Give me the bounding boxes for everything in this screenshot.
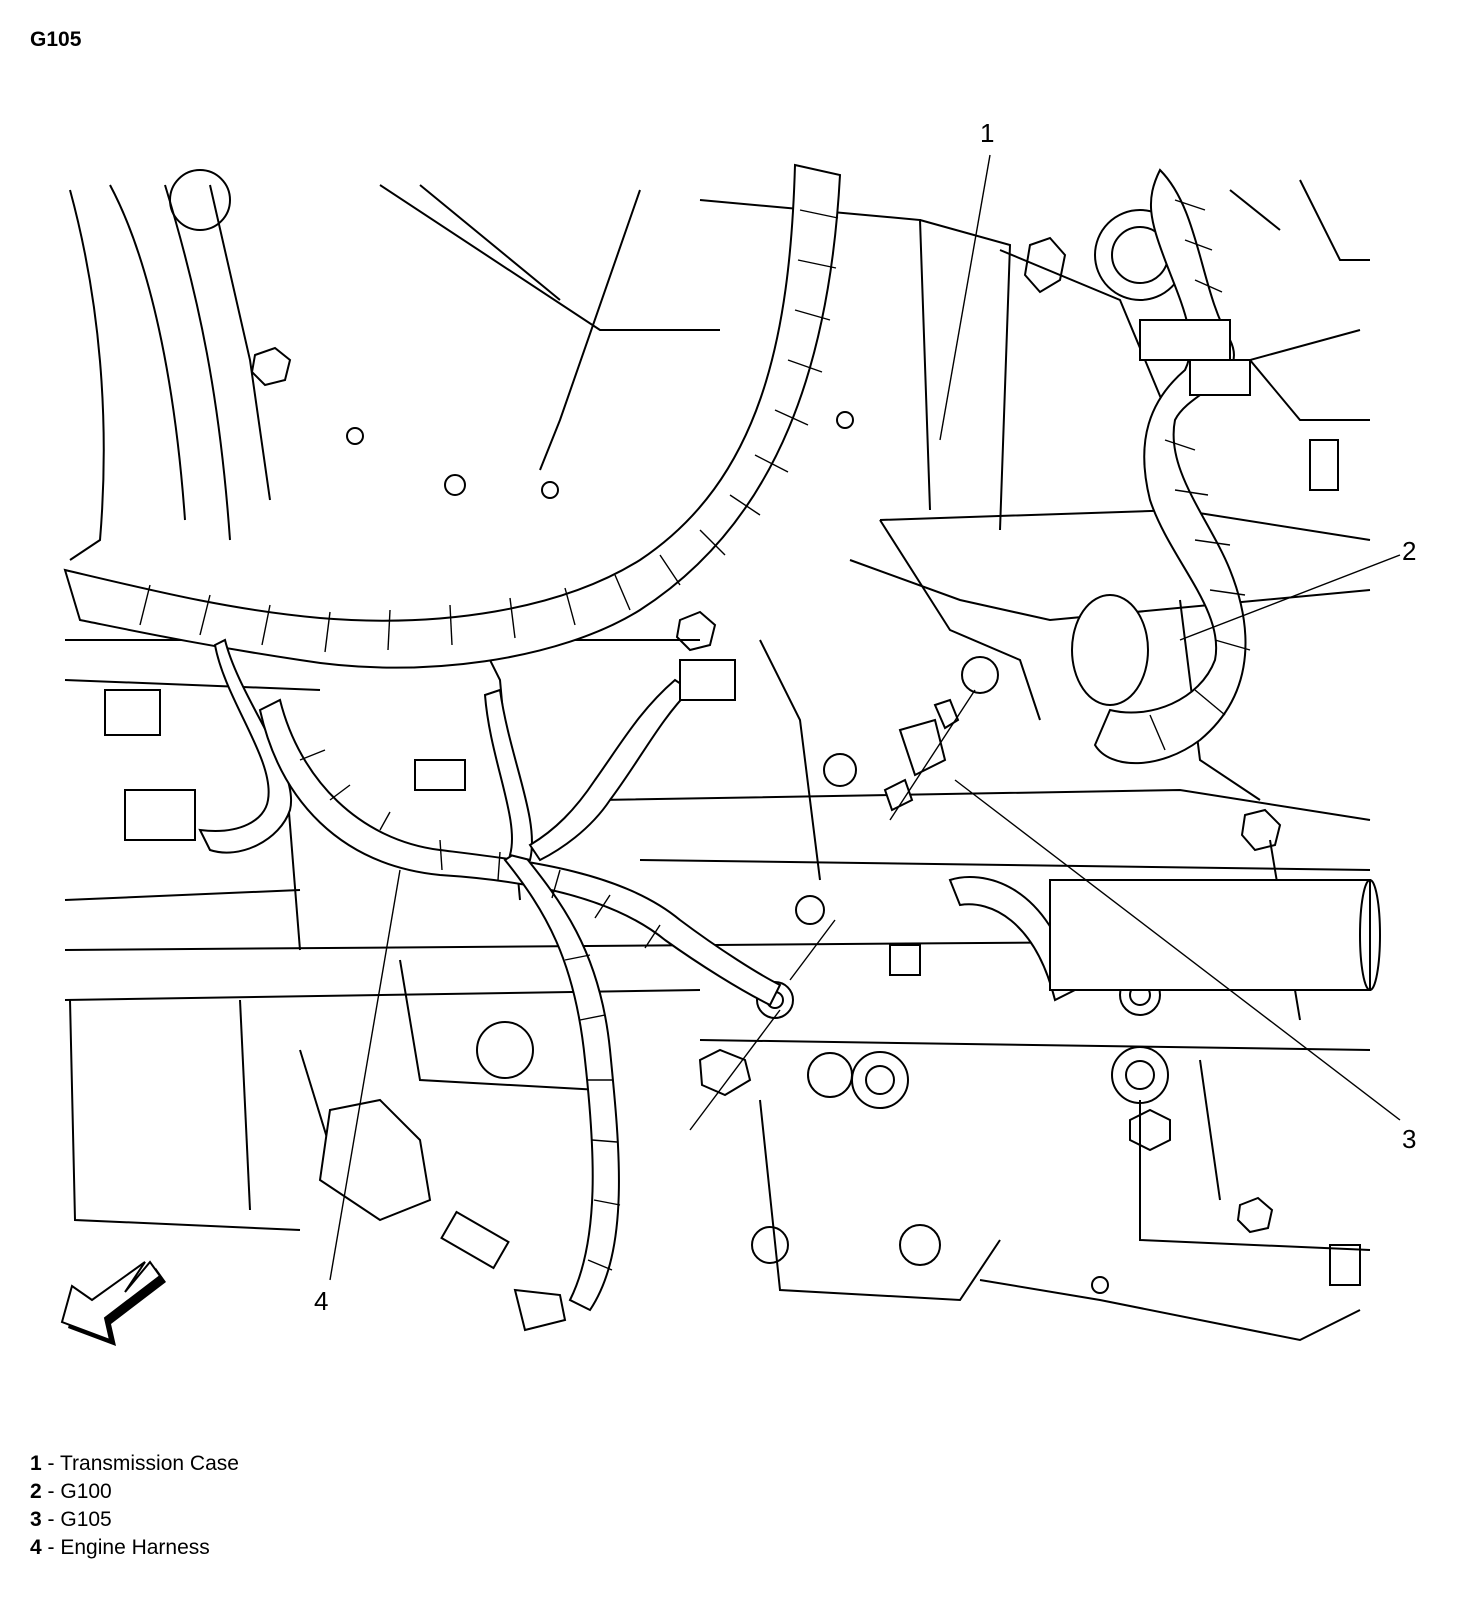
lower-harness-branches	[104, 638, 782, 1312]
callout-legend: 1 - Transmission Case 2 - G100 3 - G105 …	[30, 1450, 239, 1562]
legend-separator: -	[41, 1452, 60, 1475]
legend-label: Engine Harness	[60, 1536, 210, 1559]
callout-number-2: 2	[1402, 536, 1416, 566]
legend-number: 1	[30, 1452, 42, 1475]
callout-leaders	[329, 154, 1401, 1281]
legend-item: 2 - G100	[30, 1478, 239, 1506]
callout-number-1: 1	[980, 118, 994, 148]
legend-separator: -	[41, 1536, 61, 1559]
legend-separator: -	[41, 1508, 61, 1531]
legend-label: Transmission Case	[59, 1452, 239, 1475]
page-title: G105	[30, 28, 82, 51]
legend-item: 3 - G105	[30, 1506, 239, 1534]
engine-block-outline	[64, 179, 1371, 1342]
arrow-front-icon	[60, 1260, 166, 1346]
callout-number-3: 3	[1402, 1124, 1416, 1154]
legend-number: 2	[30, 1480, 42, 1503]
legend-label: G100	[60, 1480, 112, 1503]
legend-number: 3	[30, 1508, 42, 1531]
engine-harness-illustration: 1 2 3 4	[60, 118, 1416, 1346]
callout-number-4: 4	[314, 1286, 328, 1316]
ground-terminals	[883, 698, 1381, 1002]
right-harness-branch	[1071, 168, 1251, 765]
legend-separator: -	[41, 1480, 61, 1503]
main-harness-loom	[63, 163, 842, 669]
legend-label: G105	[60, 1508, 112, 1531]
legend-number: 4	[30, 1536, 42, 1559]
legend-item: 4 - Engine Harness	[30, 1534, 239, 1562]
fastener-details	[169, 169, 1361, 1294]
legend-item: 1 - Transmission Case	[30, 1450, 239, 1478]
lower-connector	[318, 1098, 567, 1332]
